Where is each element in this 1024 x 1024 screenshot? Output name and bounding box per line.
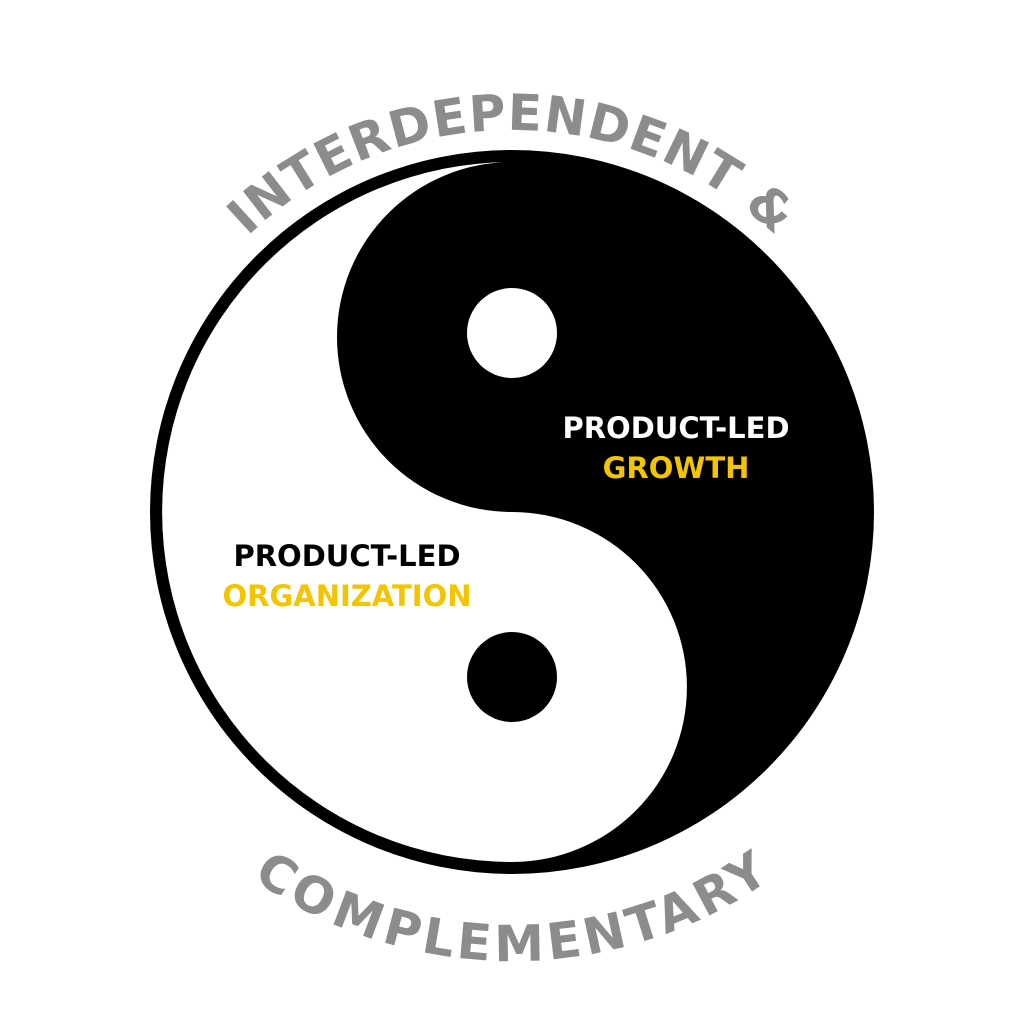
light-dot <box>467 288 557 378</box>
dark-side-line2: GROWTH <box>603 451 750 485</box>
light-side-line2: ORGANIZATION <box>222 579 471 613</box>
dark-dot <box>467 632 557 722</box>
dark-side-line1: PRODUCT-LED <box>562 411 789 445</box>
light-side-line1: PRODUCT-LED <box>233 539 460 573</box>
